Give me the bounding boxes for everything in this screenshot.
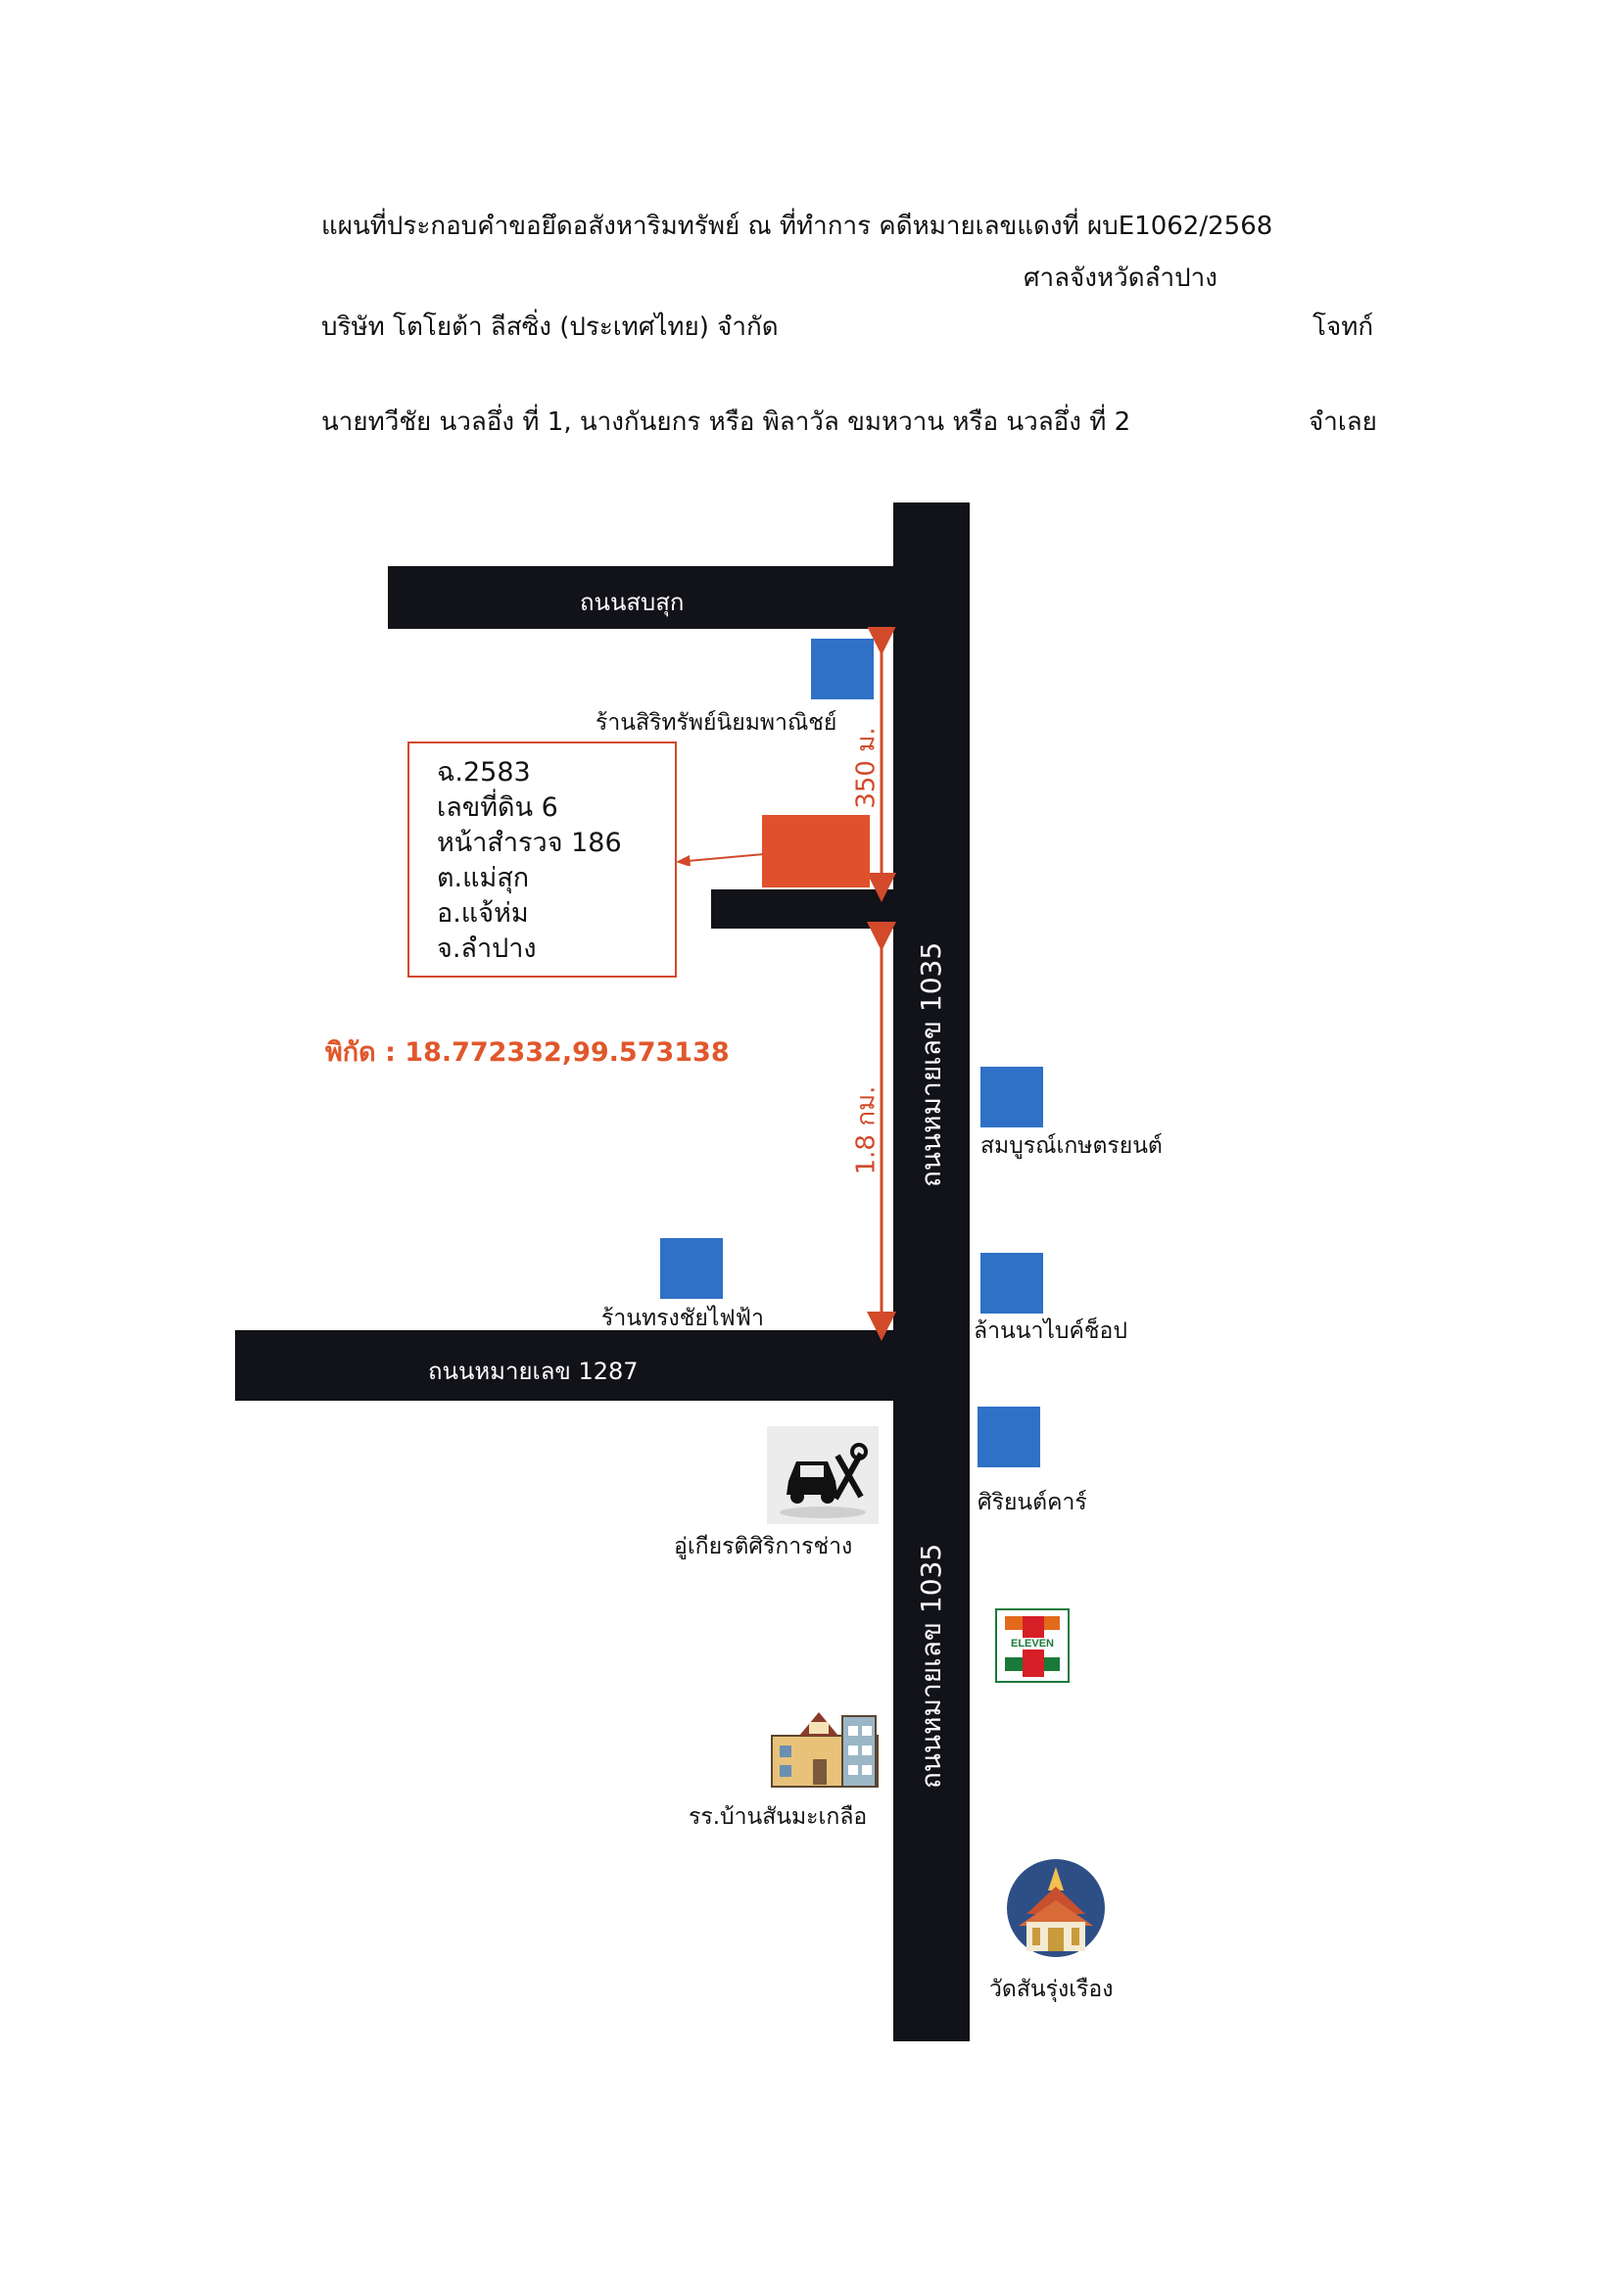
plaintiff-role: โจทก์: [1312, 312, 1374, 342]
defendants-name: นายทวีชัย นวลอึ่ง ที่ 1, นางกันยกร หรือ …: [321, 407, 1131, 437]
plaintiff-name: บริษัท โตโยต้า ลีสซิ่ง (ประเทศไทย) จำกัด: [321, 312, 779, 342]
property-subdistrict: ต.แม่สุก: [437, 863, 530, 893]
landmark-marker-lanna: [980, 1253, 1043, 1314]
landmark-marker-siriyont: [978, 1407, 1040, 1467]
distance-label-upper: 350 ม.: [851, 727, 882, 809]
landmark-marker-sirisap: [811, 639, 874, 699]
landmark-label-temple: วัดสันรุ่งเรือง: [989, 1977, 1114, 2002]
landmark-label-lanna: ล้านนาไบค์ช็อป: [974, 1318, 1127, 1344]
document-title: แผนที่ประกอบคำขอยึดอสังหาริมทรัพย์ ณ ที่…: [321, 212, 1273, 241]
property-pointer-arrow: [676, 853, 765, 866]
side-road: [711, 889, 895, 929]
road-label-1287: ถนนหมายเลข 1287: [428, 1358, 639, 1385]
seven-eleven-logo: ELEVEN: [995, 1608, 1070, 1683]
road-1287: [235, 1330, 895, 1401]
road-label-1035-lower: ถนนหมายเลข 1035: [915, 1543, 947, 1790]
car-repair-icon: [767, 1426, 879, 1524]
distance-arrows: [867, 627, 896, 1341]
landmark-label-sirisap: ร้านสิริทรัพย์นิยมพาณิชย์: [596, 710, 837, 736]
property-deed: ฉ.2583: [437, 757, 531, 788]
property-district: อ.แจ้ห่ม: [437, 898, 529, 929]
road-1035: [893, 502, 970, 2041]
school-building-icon: [770, 1706, 880, 1789]
landmark-label-somboon: สมบูรณ์เกษตรยนต์: [980, 1133, 1163, 1159]
property-marker: [762, 815, 870, 887]
temple-icon: [1005, 1857, 1107, 1959]
logo-text: ELEVEN: [1001, 1638, 1064, 1650]
distance-label-lower: 1.8 กม.: [851, 1085, 882, 1175]
defendant-role: จำเลย: [1309, 407, 1377, 437]
landmark-label-songchai: ร้านทรงชัยไฟฟ้า: [601, 1306, 764, 1331]
coordinates: พิกัด : 18.772332,99.573138: [325, 1037, 730, 1068]
property-info-box: ฉ.2583 เลขที่ดิน 6 หน้าสำรวจ 186 ต.แม่สุ…: [407, 741, 677, 978]
landmark-label-school: รร.บ้านสันมะเกลือ: [689, 1804, 868, 1830]
landmark-label-garage: อู่เกียรติศิริการช่าง: [674, 1534, 853, 1559]
road-sobsuk: [388, 566, 895, 629]
landmark-marker-somboon: [980, 1067, 1043, 1127]
landmark-label-siriyont: ศิริยนต์คาร์: [978, 1490, 1087, 1515]
road-label-sobsuk: ถนนสบสุก: [580, 589, 685, 616]
property-province: จ.ลำปาง: [437, 933, 537, 964]
landmark-marker-songchai: [660, 1238, 723, 1299]
court-name: ศาลจังหวัดลำปาง: [1024, 263, 1217, 293]
property-survey: หน้าสำรวจ 186: [437, 828, 622, 858]
road-label-1035-upper: ถนนหมายเลข 1035: [915, 941, 947, 1188]
property-parcel: เลขที่ดิน 6: [437, 792, 558, 823]
